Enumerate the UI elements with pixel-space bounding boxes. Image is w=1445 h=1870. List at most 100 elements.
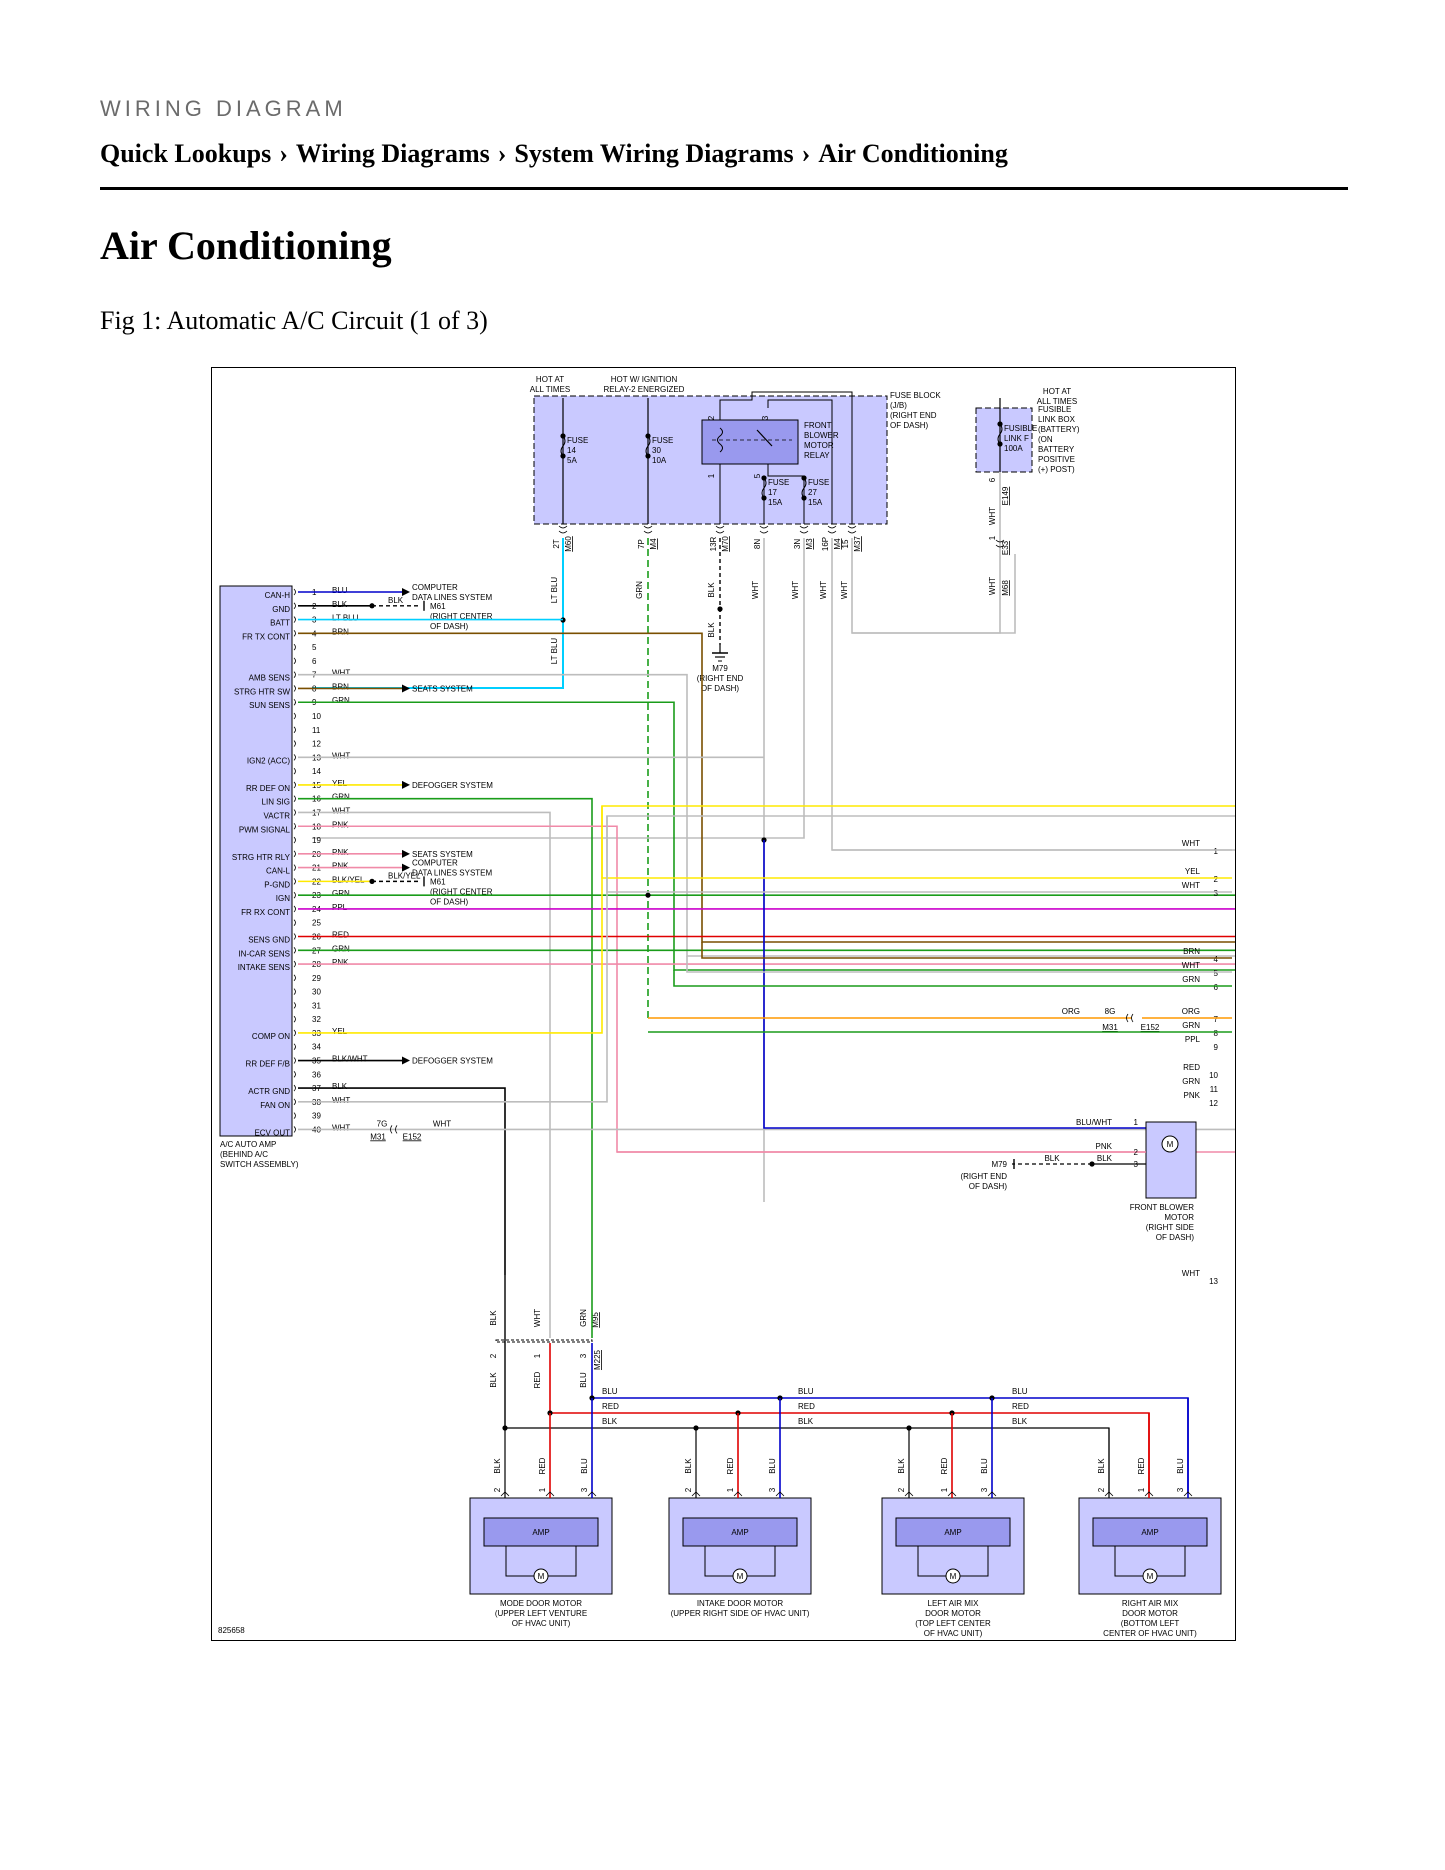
right-output-wire-label: BRN bbox=[1183, 947, 1200, 956]
connector-symbol bbox=[293, 946, 296, 954]
fusible-link-label: LINK F bbox=[1004, 434, 1029, 443]
wire-label: BLK bbox=[1097, 1458, 1106, 1474]
ac-auto-amp-label: A/C AUTO AMP bbox=[220, 1140, 276, 1149]
wire-label: BLK bbox=[1097, 1154, 1113, 1163]
connector-symbol bbox=[293, 795, 296, 802]
amp-pin-name: P-GND bbox=[264, 880, 290, 889]
connector-symbol bbox=[545, 1491, 555, 1497]
right-output-number: 8 bbox=[1214, 1029, 1219, 1038]
right-output-wire-label: WHT bbox=[1182, 839, 1200, 848]
amp-wire-label: BLK/WHT bbox=[332, 1055, 368, 1064]
breadcrumb-wiring-diagrams[interactable]: Wiring Diagrams bbox=[295, 139, 490, 168]
wire-blk bbox=[298, 1087, 506, 1275]
amp-wire-label: GRN bbox=[332, 889, 350, 898]
amp-wire-label: PNK bbox=[332, 820, 349, 829]
page-title: Air Conditioning bbox=[100, 223, 392, 268]
right-output-number: 9 bbox=[1214, 1043, 1219, 1052]
connector-symbol bbox=[293, 767, 296, 775]
amp-pin-name: ACTR GND bbox=[248, 1087, 290, 1096]
breadcrumb-separator: › bbox=[801, 139, 811, 168]
relay-coil bbox=[717, 427, 723, 453]
amp-pin-number: 14 bbox=[312, 767, 321, 776]
wire-brn bbox=[298, 632, 1235, 943]
ground-m61-label: OF DASH) bbox=[430, 622, 469, 631]
wire-grn bbox=[298, 701, 1235, 971]
door-motor-label: DOOR MOTOR bbox=[925, 1609, 981, 1618]
header-divider bbox=[100, 187, 1348, 190]
amp-pin-name: CAN-H bbox=[265, 591, 291, 600]
amp-pin-name: IGN bbox=[276, 894, 290, 903]
wire-yel bbox=[601, 806, 1232, 879]
connector-name: E149 bbox=[1001, 486, 1010, 505]
fuse-label: FUSE bbox=[652, 436, 673, 445]
wire-label: WHT bbox=[791, 581, 800, 599]
wire-label: RED bbox=[533, 1371, 542, 1388]
connector-pin: 13R bbox=[709, 536, 718, 551]
breadcrumb-system-wiring-diagrams[interactable]: System Wiring Diagrams bbox=[514, 139, 794, 168]
amp-wire-label: GRN bbox=[332, 944, 350, 953]
connector-name: E152 bbox=[1141, 1023, 1160, 1032]
amp-pin-number: 6 bbox=[312, 657, 317, 666]
wire-label: BLK bbox=[707, 622, 716, 638]
amp-pin-name: RR DEF F/B bbox=[246, 1060, 290, 1069]
connector-symbol bbox=[293, 1002, 296, 1009]
door-motor-amp bbox=[483, 1517, 599, 1547]
connector-pin: 3 bbox=[980, 1487, 989, 1492]
fusible-link-box bbox=[975, 407, 1033, 473]
connector-name: E152 bbox=[403, 1132, 422, 1141]
amp-pin-number: 25 bbox=[312, 919, 321, 928]
wire-label: BLU bbox=[980, 1458, 989, 1474]
amp-block-label: AMP bbox=[731, 1528, 748, 1537]
wire-label: WHT bbox=[819, 581, 828, 599]
connector-name: M4 bbox=[833, 538, 842, 550]
amp-wire-label: LT BLU bbox=[332, 614, 359, 623]
front-blower-motor-label: OF DASH) bbox=[1156, 1233, 1195, 1242]
relay-pin: 2 bbox=[707, 415, 716, 420]
connector-name: M225 bbox=[593, 1349, 602, 1370]
amp-wire-label: BLU bbox=[332, 586, 348, 595]
hot-at-all-times-label: ALL TIMES bbox=[530, 385, 570, 394]
right-output-wire-label: WHT bbox=[1182, 1269, 1200, 1278]
right-output-wire-label: WHT bbox=[1182, 961, 1200, 970]
bus-connector bbox=[495, 1339, 593, 1343]
front-blower-motor-relay bbox=[701, 419, 799, 465]
blower-pin: 3 bbox=[1134, 1160, 1139, 1169]
connector-symbol bbox=[293, 1071, 296, 1078]
ac-auto-amp-label: (BEHIND A/C bbox=[220, 1150, 268, 1159]
amp-wire-label: PPL bbox=[332, 903, 348, 912]
amp-pin-name: PWM SIGNAL bbox=[239, 825, 291, 834]
relay-label: BLOWER bbox=[804, 431, 839, 440]
right-output-number: 2 bbox=[1214, 875, 1219, 884]
breadcrumb-quick-lookups[interactable]: Quick Lookups bbox=[100, 139, 272, 168]
wire-label: WHT bbox=[988, 577, 997, 595]
fusible-link-box-label: FUSIBLE bbox=[1038, 405, 1071, 414]
connector-pin: 1 bbox=[538, 1487, 547, 1492]
reference-label: DATA LINES SYSTEM bbox=[412, 593, 493, 602]
breadcrumb-air-conditioning[interactable]: Air Conditioning bbox=[818, 139, 1008, 168]
relay-label: RELAY bbox=[804, 451, 830, 460]
amp-pin-name: INTAKE SENS bbox=[238, 963, 290, 972]
front-blower-motor-label: MOTOR bbox=[1164, 1213, 1194, 1222]
connector-symbol bbox=[293, 726, 296, 734]
amp-pin-name: COMP ON bbox=[252, 1032, 290, 1041]
wire-wht bbox=[606, 816, 1232, 893]
door-motor-label: (TOP LEFT CENTER bbox=[915, 1619, 991, 1628]
connector-symbol bbox=[1144, 1491, 1154, 1497]
fuse-label: FUSE bbox=[808, 478, 829, 487]
amp-block-label: AMP bbox=[532, 1528, 549, 1537]
door-motor-label: LEFT AIR MIX bbox=[928, 1599, 980, 1608]
connector-symbol bbox=[293, 960, 296, 968]
connector-symbol bbox=[293, 643, 296, 651]
fuse-label: 10A bbox=[652, 456, 667, 465]
breadcrumb-separator: › bbox=[497, 139, 507, 168]
amp-pin-name: LIN SIG bbox=[262, 798, 290, 807]
wire-label: BLK bbox=[489, 1372, 498, 1388]
motor-symbol bbox=[732, 1568, 748, 1584]
connector-pin: 3 bbox=[768, 1487, 777, 1492]
connector-pin: 16P bbox=[821, 537, 830, 551]
relay-pin: 3 bbox=[761, 415, 770, 420]
wire-yel bbox=[298, 805, 1235, 1034]
fuse-label: 27 bbox=[808, 488, 817, 497]
connector-symbol bbox=[715, 525, 725, 534]
connector-symbol bbox=[293, 602, 296, 610]
